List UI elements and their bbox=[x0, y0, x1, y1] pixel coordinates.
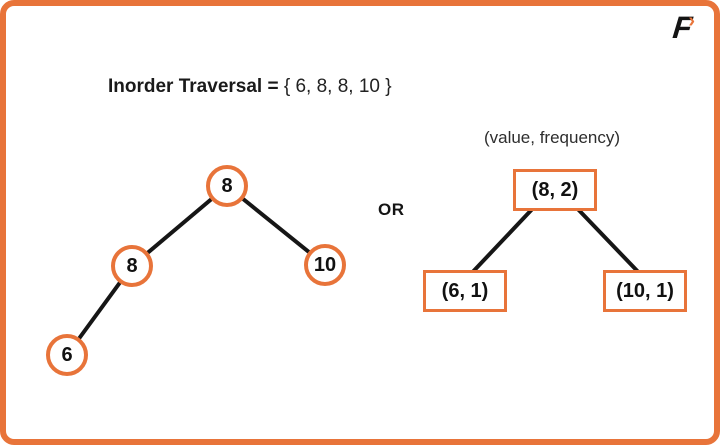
bst-node-left-left: 6 bbox=[46, 334, 88, 376]
freq-node-left-label: (6, 1) bbox=[441, 279, 489, 302]
logo-chevron-icon: › bbox=[688, 10, 695, 32]
edge-freq-root-right bbox=[571, 202, 646, 280]
inorder-traversal-title: Inorder Traversal = { 6, 8, 8, 10 } bbox=[108, 76, 392, 98]
freq-node-left: (6, 1) bbox=[423, 270, 507, 312]
or-separator-label: OR bbox=[378, 200, 405, 219]
title-label: Inorder Traversal = bbox=[108, 76, 279, 97]
bst-node-root: 8 bbox=[206, 165, 248, 207]
edge-freq-root-left bbox=[465, 202, 539, 280]
bst-node-root-label: 8 bbox=[221, 174, 233, 197]
bst-node-right-label: 10 bbox=[313, 253, 337, 276]
tree-edges bbox=[65, 184, 646, 357]
brand-logo: F › bbox=[672, 10, 698, 45]
freq-node-root: (8, 2) bbox=[513, 169, 597, 211]
value-frequency-legend: (value, frequency) bbox=[483, 128, 621, 147]
freq-node-root-label: (8, 2) bbox=[531, 178, 579, 201]
bst-node-right: 10 bbox=[304, 244, 346, 286]
bst-node-left-left-label: 6 bbox=[61, 343, 73, 366]
bst-node-left: 8 bbox=[111, 245, 153, 287]
title-values: { 6, 8, 8, 10 } bbox=[283, 76, 392, 97]
freq-node-right: (10, 1) bbox=[603, 270, 687, 312]
freq-node-right-label: (10, 1) bbox=[616, 279, 674, 302]
bst-node-left-label: 8 bbox=[126, 254, 138, 277]
